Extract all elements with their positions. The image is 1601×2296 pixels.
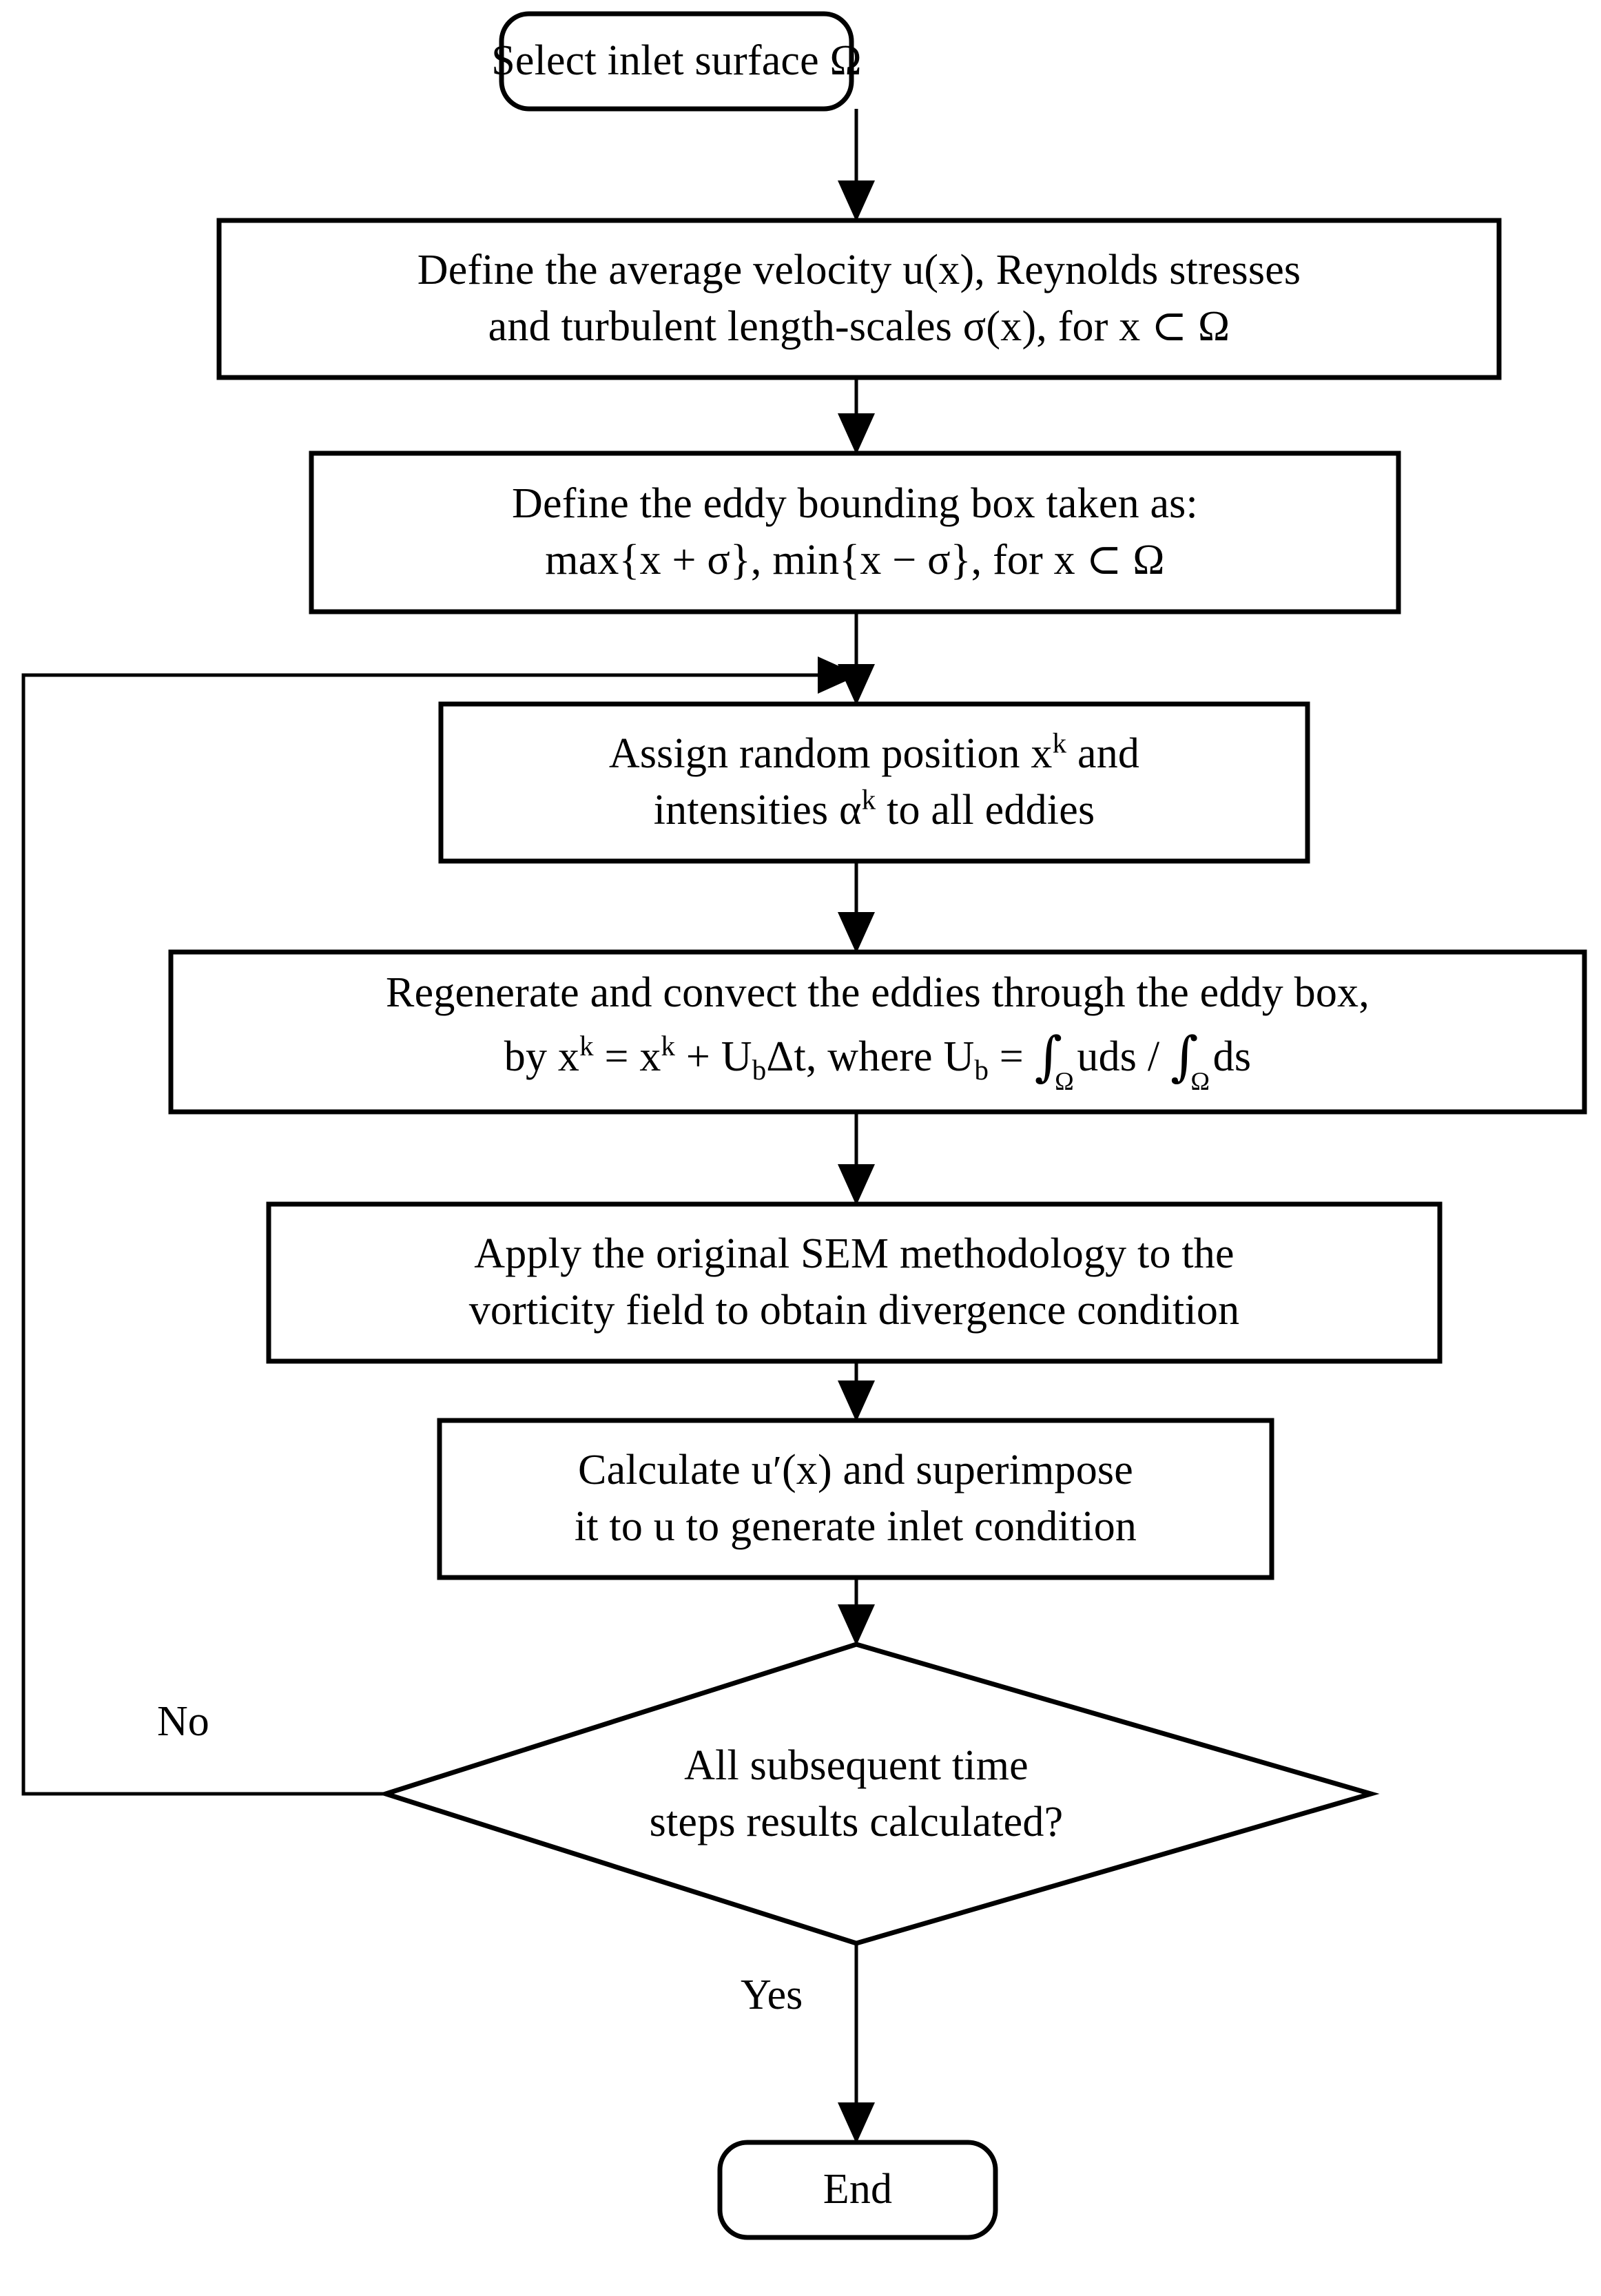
edge-regenerate-to-apply-sem [838, 1112, 875, 1206]
node-decision-all-steps-shape[interactable] [378, 1642, 1380, 1946]
edge-eddy-box-to-assign-random [838, 612, 875, 705]
node-apply-sem-shape[interactable] [266, 1201, 1443, 1364]
node-assign-random-shape[interactable] [438, 701, 1310, 864]
edge-decision-yes-to-end [838, 1943, 875, 2144]
edge-apply-sem-to-calculate [838, 1361, 875, 1422]
node-regenerate-convect-shape[interactable] [168, 949, 1587, 1115]
edge-assign-random-to-regenerate [838, 861, 875, 953]
node-define-velocity-shape[interactable] [216, 218, 1502, 380]
node-define-eddy-box-shape[interactable] [309, 451, 1401, 614]
node-start-shape[interactable] [499, 11, 854, 112]
edge-label-yes: Yes [741, 1972, 803, 2018]
edge-start-to-define-velocity [838, 109, 875, 222]
edge-loopback-no [21, 656, 859, 1796]
node-end-shape[interactable] [717, 2140, 998, 2240]
edge-label-no: No [157, 1698, 209, 1745]
node-calculate-u-prime-shape[interactable] [437, 1418, 1274, 1580]
edge-calculate-to-decision [838, 1578, 875, 1646]
edge-define-velocity-to-eddy-box [838, 378, 875, 455]
